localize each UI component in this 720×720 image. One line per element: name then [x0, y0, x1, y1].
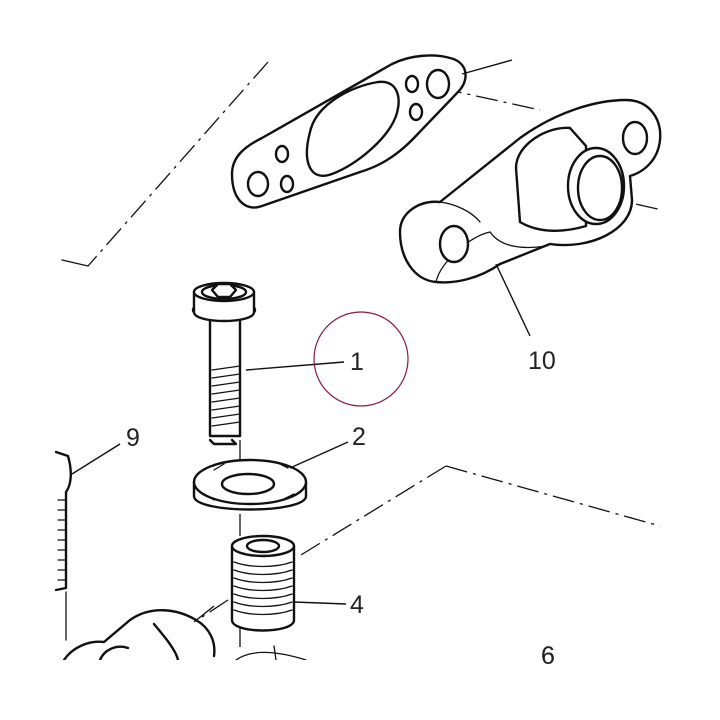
leader-gasket — [461, 59, 513, 75]
gasket-hole-small-right-top — [404, 74, 420, 94]
callout-6-overlay: 6 — [541, 642, 555, 670]
flange-port-inner — [576, 154, 624, 222]
sleeve-bore — [245, 538, 281, 554]
callout-10: 10 — [528, 347, 556, 375]
bolt-tip — [208, 438, 238, 446]
bottom-margin — [0, 660, 720, 720]
gasket-hole-small-right — [408, 102, 424, 122]
flange-bolt-hole-left — [438, 224, 470, 264]
gasket-hole-small-left — [279, 174, 295, 194]
gasket-hole-large-right — [425, 68, 451, 100]
leader-4 — [293, 601, 347, 605]
sleeve-threads — [233, 561, 293, 616]
highlight-circle — [313, 311, 409, 407]
gasket-center-slot — [305, 80, 400, 177]
reference-line-stub — [61, 259, 89, 267]
leader-1 — [245, 361, 345, 371]
washer-bore — [220, 472, 276, 496]
slotted-washer — [192, 458, 308, 511]
reference-line-right — [445, 465, 661, 527]
flange — [398, 98, 662, 284]
threaded-sleeve — [230, 534, 296, 632]
bolt — [191, 281, 257, 446]
gasket — [230, 54, 467, 209]
leader-10 — [495, 263, 531, 337]
flange-bolt-hole-right — [621, 120, 649, 156]
stud-partial — [54, 450, 72, 641]
flange-boss — [514, 126, 588, 232]
bolt-threads — [211, 365, 241, 427]
callout-1: 1 — [350, 348, 364, 376]
gasket-hole-large-left — [246, 170, 270, 198]
callout-4: 4 — [350, 591, 364, 619]
sleeve-body — [230, 544, 296, 632]
callout-2: 2 — [352, 423, 366, 451]
bolt-hex-socket — [210, 282, 238, 299]
leader-lines — [71, 59, 531, 623]
washer-slots — [203, 461, 295, 501]
gasket-hole-small-top-left — [274, 144, 290, 164]
callout-9: 9 — [126, 424, 140, 452]
housing-fragment — [62, 609, 307, 662]
leader-9 — [71, 443, 121, 475]
reference-line-center — [295, 465, 447, 559]
reference-line-upper-left — [87, 61, 269, 267]
leader-2 — [289, 441, 349, 469]
leader-housing — [193, 605, 215, 623]
